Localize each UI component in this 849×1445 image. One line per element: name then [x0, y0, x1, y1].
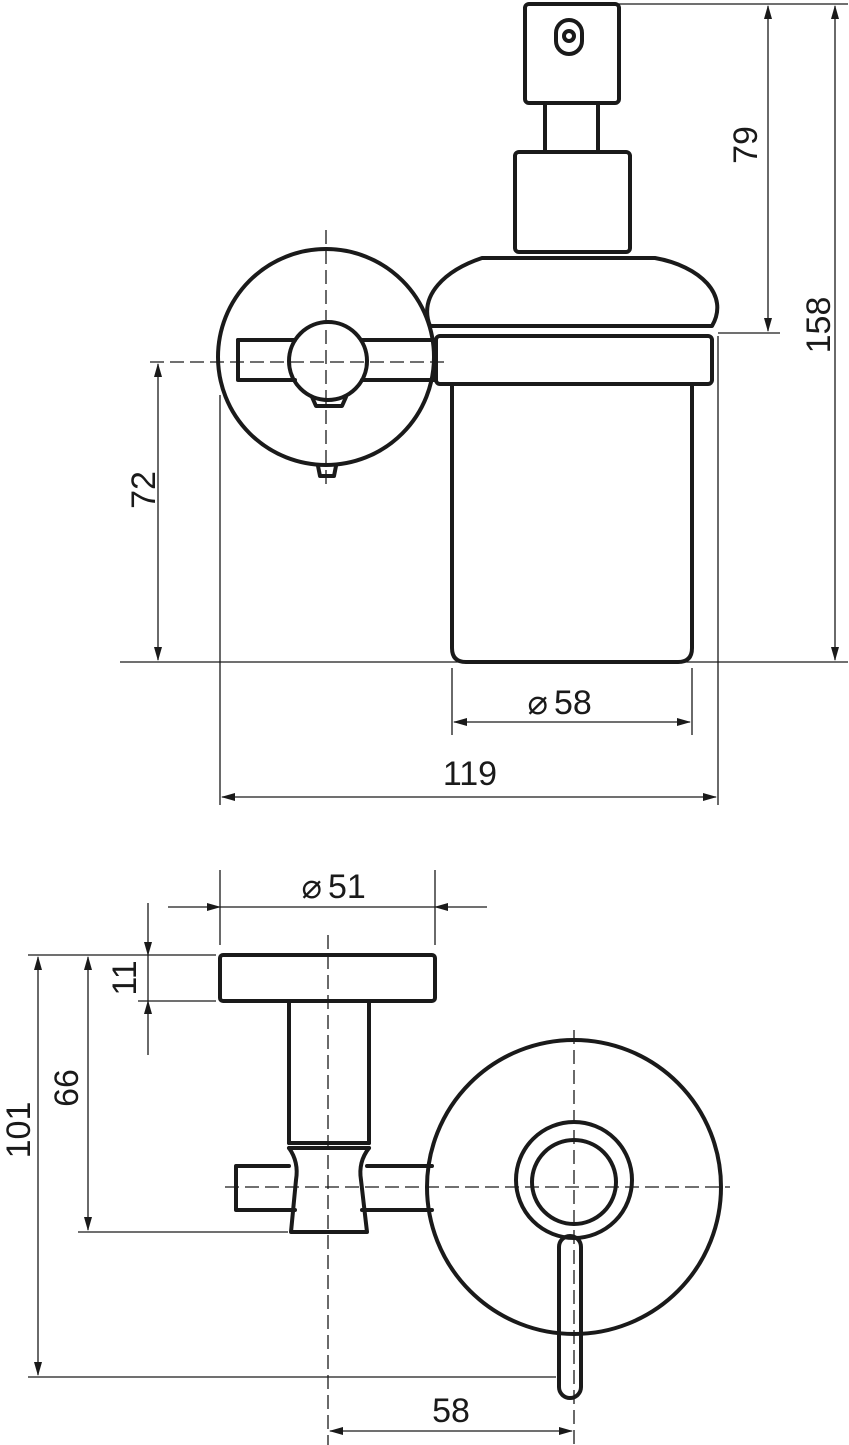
dimension-flange-thickness-label: 11 [106, 960, 144, 995]
dimension-side-height-label: 101 [0, 1102, 38, 1159]
front-centerlines [150, 230, 450, 485]
dimension-projection-label: 58 [432, 1392, 470, 1430]
dimension-bottle-diameter: ⌀ 58 [453, 684, 691, 726]
arm-post [234, 999, 434, 1234]
front-view: 79 158 72 ⌀ 58 119 [120, 2, 848, 805]
dimension-total-height-label: 158 [800, 297, 838, 354]
dimension-flange-diameter-label: 51 [328, 868, 366, 906]
dimension-total-width: 119 [221, 755, 717, 801]
diameter-symbol: ⌀ [528, 684, 548, 722]
dimension-total-width-label: 119 [443, 755, 497, 793]
pump-head [513, 2, 632, 254]
dimension-projection: 58 [329, 1392, 573, 1435]
dimension-bottle-diameter-label: 58 [554, 684, 592, 722]
dimension-flange-diameter: ⌀ 51 [168, 868, 487, 911]
side-extension-lines [28, 870, 556, 1378]
side-centerlines [225, 935, 730, 1445]
dimension-pump-height-label: 79 [727, 126, 765, 164]
dimension-arm-height-label: 66 [48, 1069, 86, 1107]
diameter-symbol: ⌀ [302, 868, 322, 906]
dimension-arm-height: 66 [48, 956, 92, 1231]
soap-bottle [425, 256, 720, 664]
dimension-flange-thickness: 11 [106, 903, 152, 1055]
dimension-mount-height: 72 [125, 363, 163, 661]
front-extension-lines [120, 3, 848, 805]
dimension-total-height: 158 [800, 5, 839, 661]
dimension-pump-height: 79 [727, 5, 772, 332]
dimension-side-height: 101 [0, 956, 42, 1376]
dimension-mount-height-label: 72 [125, 471, 163, 509]
holder-arm [236, 320, 714, 408]
side-view: ⌀ 51 11 66 101 58 [0, 868, 730, 1445]
